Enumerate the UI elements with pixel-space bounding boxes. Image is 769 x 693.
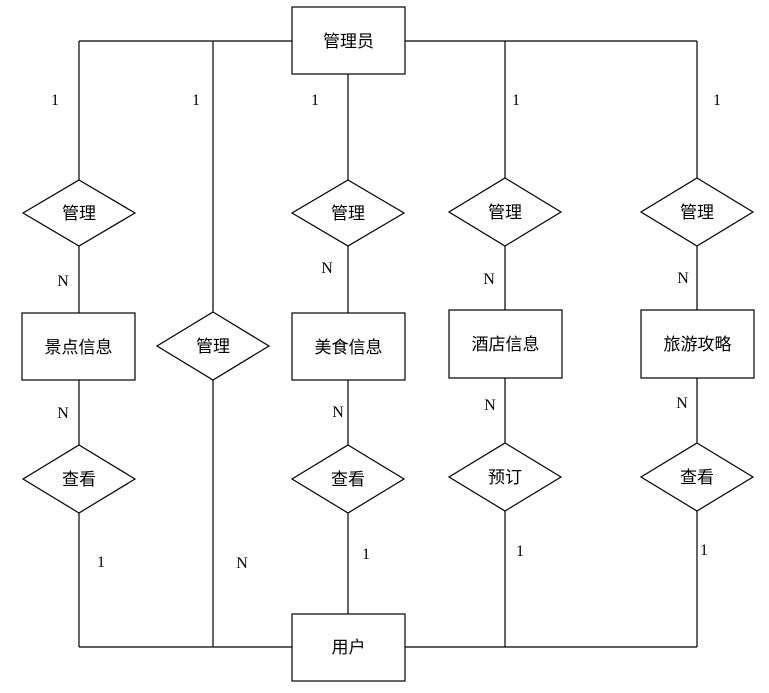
entity-admin: 管理员 (291, 6, 406, 75)
relationship-view-food-label: 查看 (331, 470, 365, 490)
cardinality-label: N (484, 397, 496, 414)
relationship-view-scenic-label: 查看 (62, 470, 96, 490)
entity-user: 用户 (291, 613, 406, 682)
entity-hotel-info: 酒店信息 (448, 309, 563, 379)
relationship-manage-hotel: 管理 (447, 177, 563, 247)
relationship-manage-guide-label: 管理 (680, 203, 714, 223)
entity-hotel-info-label: 酒店信息 (472, 335, 540, 355)
entity-travel-guide: 旅游攻略 (640, 309, 755, 379)
cardinality-label: N (57, 405, 69, 422)
cardinality-label: N (677, 270, 689, 287)
cardinality-label: 1 (97, 554, 105, 571)
entity-scenic-info-label: 景点信息 (45, 338, 113, 358)
entity-scenic-info: 景点信息 (21, 312, 136, 381)
relationship-manage-user-label: 管理 (196, 337, 230, 357)
cardinality-label: N (483, 271, 495, 288)
entity-travel-guide-label: 旅游攻略 (664, 335, 732, 355)
relationship-book-hotel: 预订 (447, 442, 563, 512)
relationship-manage-food: 管理 (290, 179, 406, 247)
cardinality-label: N (332, 404, 344, 421)
relationship-manage-hotel-label: 管理 (488, 203, 522, 223)
cardinality-label: N (236, 555, 248, 572)
relationship-book-hotel-label: 预订 (488, 468, 522, 488)
cardinality-label: 1 (192, 92, 200, 109)
cardinality-label: N (676, 395, 688, 412)
cardinality-label: 1 (516, 543, 524, 560)
relationship-manage-user: 管理 (155, 311, 271, 381)
cardinality-label: 1 (512, 92, 520, 109)
cardinality-labels: 1 1 1 1 1 N N N N N N N N 1 N 1 1 1 (51, 92, 721, 572)
relationship-view-food: 查看 (290, 444, 406, 514)
entity-admin-label: 管理员 (323, 32, 374, 52)
relationship-manage-food-label: 管理 (331, 204, 365, 224)
cardinality-label: 1 (51, 92, 59, 109)
relationship-view-guide-label: 查看 (680, 468, 714, 488)
cardinality-label: 1 (362, 546, 370, 563)
cardinality-label: N (57, 273, 69, 290)
relationship-manage-guide: 管理 (639, 177, 755, 247)
cardinality-label: N (321, 260, 333, 277)
relationship-view-scenic: 查看 (21, 444, 137, 514)
cardinality-label: 1 (700, 542, 708, 559)
entity-food-info: 美食信息 (291, 312, 406, 381)
entity-food-info-label: 美食信息 (315, 338, 383, 358)
relationship-manage-scenic-label: 管理 (62, 204, 96, 224)
entity-user-label: 用户 (332, 638, 366, 658)
relationship-manage-scenic: 管理 (21, 179, 137, 247)
cardinality-label: 1 (311, 92, 319, 109)
relationship-view-guide: 查看 (639, 442, 755, 512)
cardinality-label: 1 (713, 92, 721, 109)
